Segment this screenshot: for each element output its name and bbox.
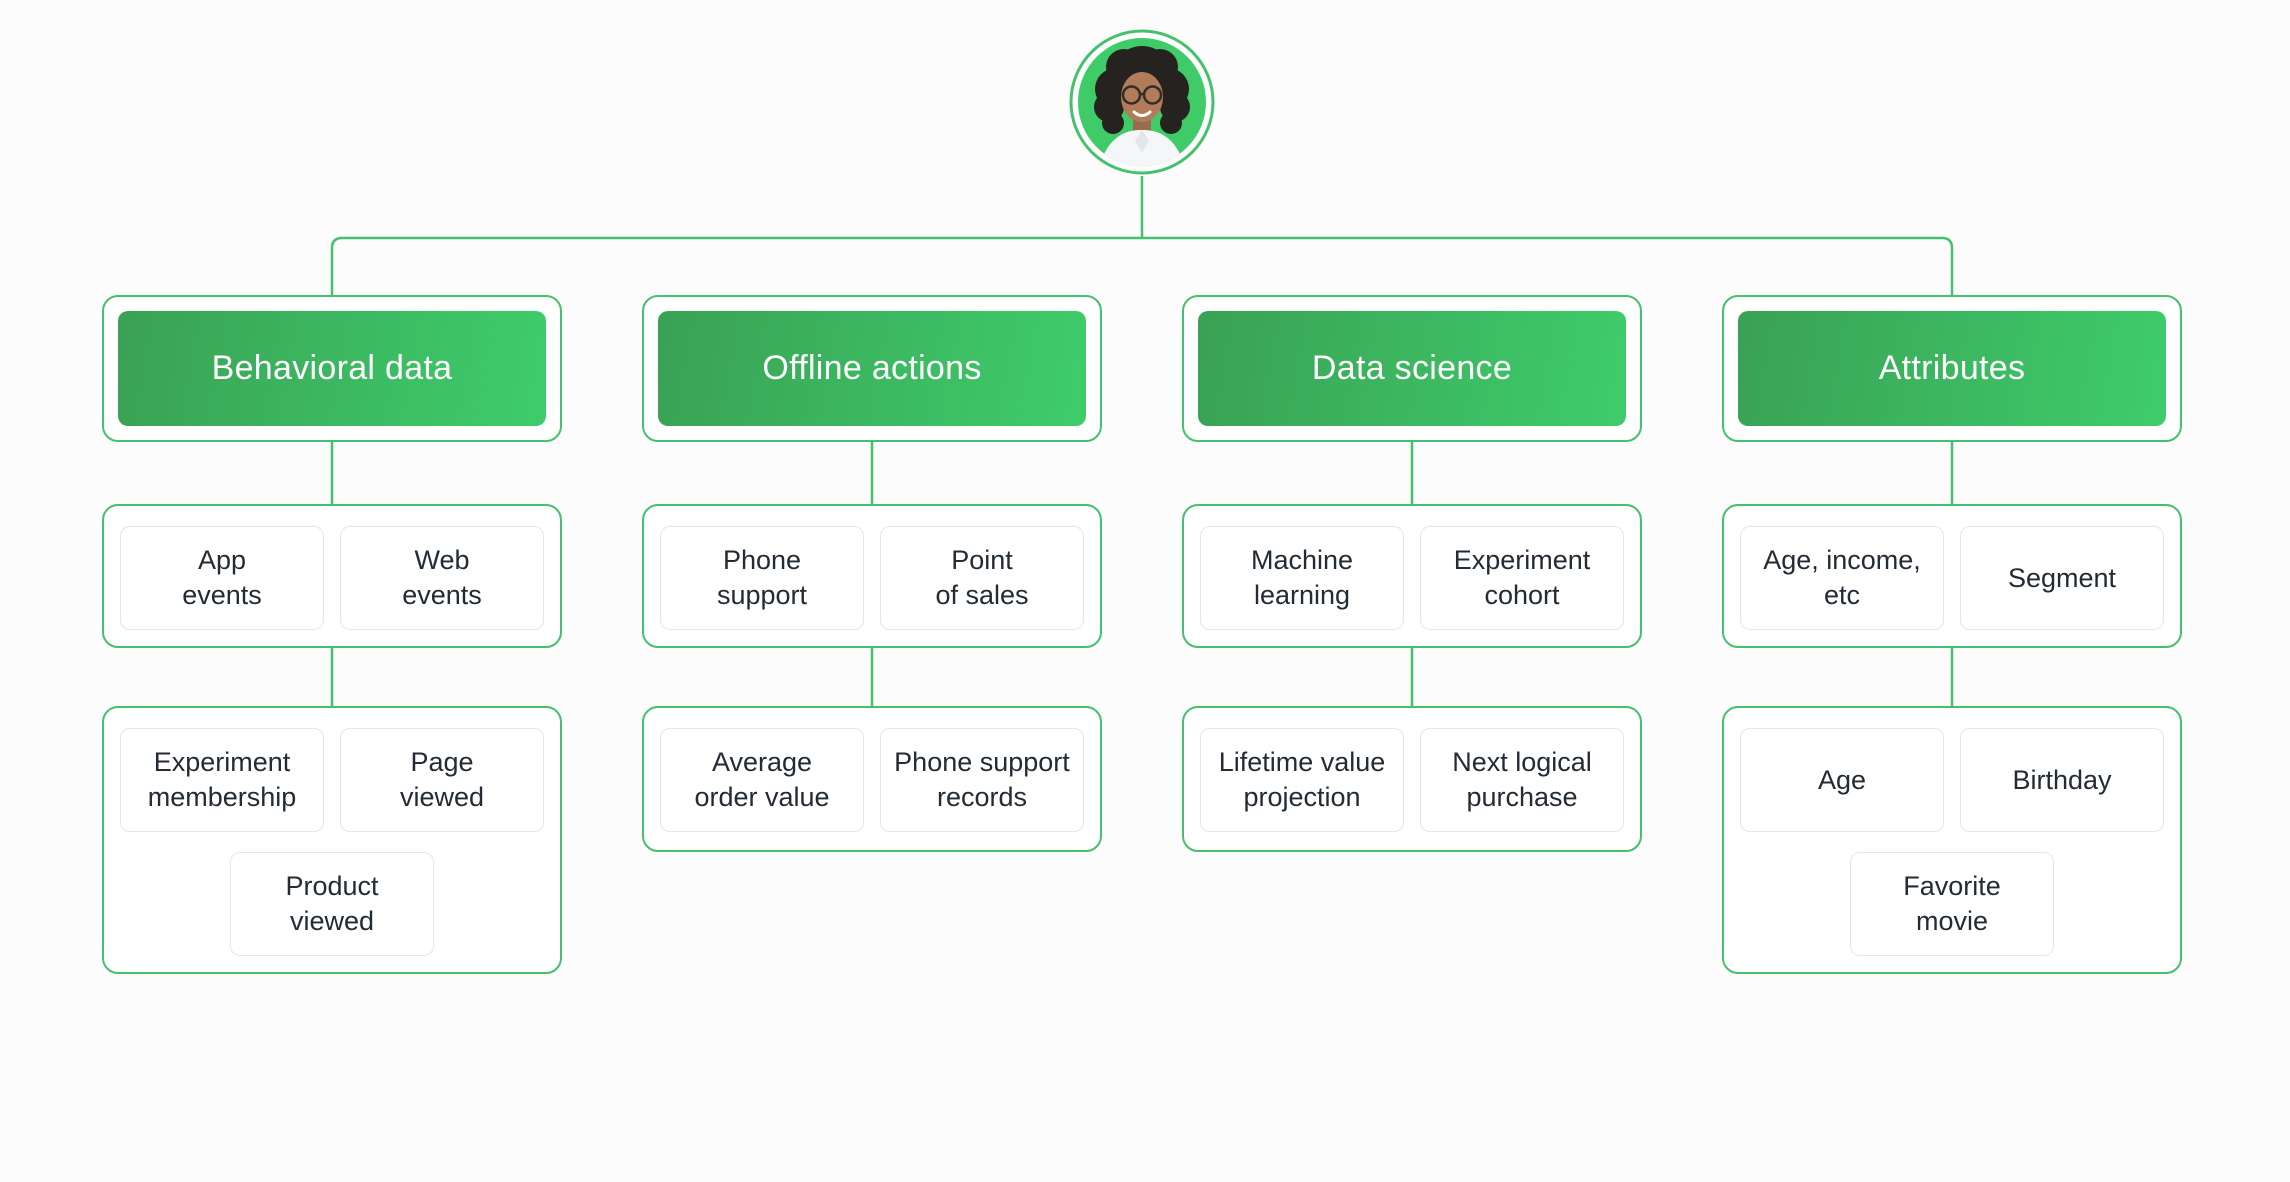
header-box-offline-actions: Offline actions bbox=[642, 295, 1102, 442]
node-next-logical-purchase: Next logical purchase bbox=[1420, 728, 1624, 832]
node-age: Age bbox=[1740, 728, 1944, 832]
node-label: Phone support bbox=[716, 545, 808, 610]
header-pill-offline-actions: Offline actions bbox=[658, 311, 1086, 426]
group-offline-sources: Phone support Point of sales bbox=[642, 504, 1102, 648]
header-pill-data-science: Data science bbox=[1198, 311, 1626, 426]
header-label-data-science: Data science bbox=[1311, 349, 1513, 387]
column-behavioral-data: Behavioral data App events Web events Ex… bbox=[102, 295, 562, 995]
node-label: Age, income, etc bbox=[1763, 545, 1921, 610]
node-label: Segment bbox=[2007, 562, 2117, 593]
header-box-behavioral-data: Behavioral data bbox=[102, 295, 562, 442]
column-attributes: Attributes Age, income, etc Segment Age … bbox=[1722, 295, 2182, 995]
node-label: Experiment membership bbox=[147, 747, 297, 812]
node-experiment-membership: Experiment membership bbox=[120, 728, 324, 832]
node-label: Average order value bbox=[694, 747, 830, 812]
column-data-science: Data science Machine learning Experiment… bbox=[1182, 295, 1642, 995]
node-birthday: Birthday bbox=[1960, 728, 2164, 832]
node-label: Point of sales bbox=[935, 545, 1029, 610]
node-average-order-value: Average order value bbox=[660, 728, 864, 832]
node-label: Birthday bbox=[2012, 764, 2112, 795]
group-offline-details: Average order value Phone support record… bbox=[642, 706, 1102, 852]
node-age-income-etc: Age, income, etc bbox=[1740, 526, 1944, 630]
header-label-attributes: Attributes bbox=[1878, 349, 2026, 387]
customer-avatar-icon bbox=[1069, 29, 1215, 175]
node-label: Experiment cohort bbox=[1453, 545, 1591, 610]
group-behavioral-events: App events Web events bbox=[102, 504, 562, 648]
node-label: Web events bbox=[402, 545, 482, 610]
node-label: Phone support records bbox=[894, 747, 1070, 812]
node-page-viewed: Page viewed bbox=[340, 728, 544, 832]
node-lifetime-value-projection: Lifetime value projection bbox=[1200, 728, 1404, 832]
node-segment: Segment bbox=[1960, 526, 2164, 630]
node-label: App events bbox=[182, 545, 262, 610]
node-product-viewed: Product viewed bbox=[230, 852, 434, 956]
header-label-offline-actions: Offline actions bbox=[762, 349, 982, 387]
node-label: Page viewed bbox=[399, 747, 485, 812]
node-machine-learning: Machine learning bbox=[1200, 526, 1404, 630]
group-attribute-details: Age Birthday Favorite movie bbox=[1722, 706, 2182, 974]
header-pill-attributes: Attributes bbox=[1738, 311, 2166, 426]
node-app-events: App events bbox=[120, 526, 324, 630]
header-box-data-science: Data science bbox=[1182, 295, 1642, 442]
group-data-science-outputs: Lifetime value projection Next logical p… bbox=[1182, 706, 1642, 852]
node-point-of-sales: Point of sales bbox=[880, 526, 1084, 630]
column-offline-actions: Offline actions Phone support Point of s… bbox=[642, 295, 1102, 995]
group-data-science-methods: Machine learning Experiment cohort bbox=[1182, 504, 1642, 648]
node-label: Favorite movie bbox=[1903, 871, 2001, 936]
node-phone-support: Phone support bbox=[660, 526, 864, 630]
node-label: Product viewed bbox=[285, 871, 379, 936]
header-label-behavioral-data: Behavioral data bbox=[211, 349, 453, 387]
node-label: Age bbox=[1817, 764, 1867, 795]
header-pill-behavioral-data: Behavioral data bbox=[118, 311, 546, 426]
node-label: Lifetime value projection bbox=[1218, 747, 1386, 812]
group-behavioral-details: Experiment membership Page viewed Produc… bbox=[102, 706, 562, 974]
node-experiment-cohort: Experiment cohort bbox=[1420, 526, 1624, 630]
node-label: Next logical purchase bbox=[1452, 747, 1592, 812]
node-phone-support-records: Phone support records bbox=[880, 728, 1084, 832]
node-label: Machine learning bbox=[1250, 545, 1354, 610]
group-attribute-sources: Age, income, etc Segment bbox=[1722, 504, 2182, 648]
node-favorite-movie: Favorite movie bbox=[1850, 852, 2054, 956]
customer-avatar bbox=[1069, 29, 1215, 175]
node-web-events: Web events bbox=[340, 526, 544, 630]
header-box-attributes: Attributes bbox=[1722, 295, 2182, 442]
